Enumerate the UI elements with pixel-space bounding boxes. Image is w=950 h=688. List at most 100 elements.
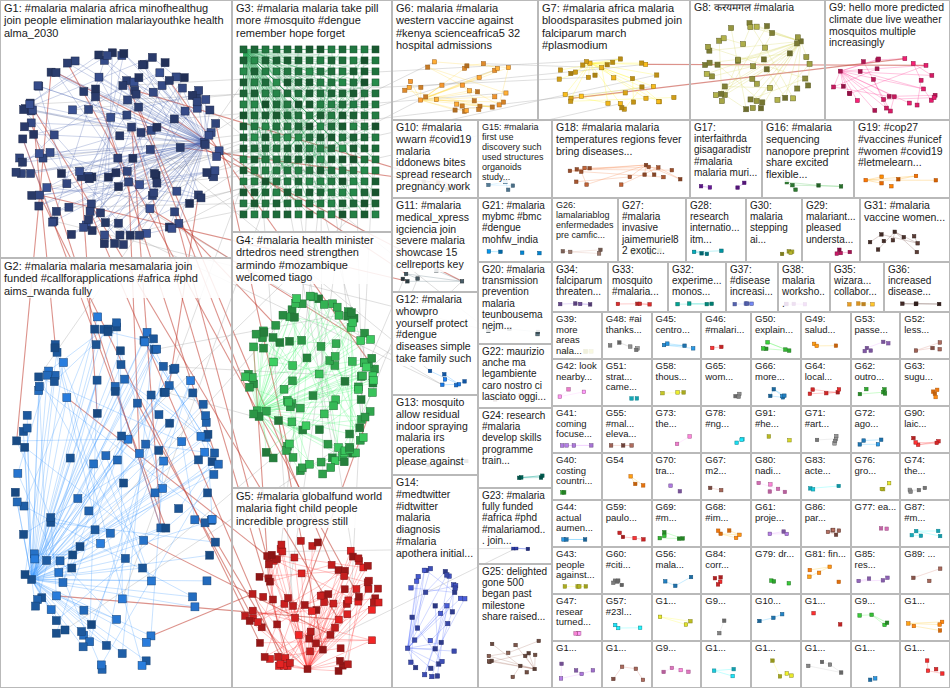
vertex-icon xyxy=(63,59,71,67)
edge-line xyxy=(32,579,107,645)
vertex-icon xyxy=(706,44,711,49)
vertex-icon xyxy=(618,57,622,61)
vertex-icon xyxy=(240,211,247,218)
vertex-icon xyxy=(408,79,412,83)
vertex-icon xyxy=(780,252,784,256)
vertex-icon xyxy=(748,97,753,102)
vertex-icon xyxy=(679,177,683,181)
vertex-icon xyxy=(864,178,868,182)
vertex-icon xyxy=(306,635,313,642)
vertex-icon xyxy=(504,91,508,95)
vertex-icon xyxy=(561,250,565,254)
vertex-icon xyxy=(339,178,346,185)
vertex-icon xyxy=(93,376,101,384)
vertex-icon xyxy=(201,448,209,456)
vertex-icon xyxy=(104,328,112,336)
vertex-icon xyxy=(251,68,258,75)
vertex-icon xyxy=(35,373,43,381)
vertex-icon xyxy=(202,412,210,420)
vertex-icon xyxy=(168,224,176,232)
vertex-icon xyxy=(250,410,258,418)
edge-line xyxy=(712,66,753,76)
vertex-icon xyxy=(142,440,150,448)
vertex-icon xyxy=(705,252,709,256)
vertex-icon xyxy=(191,603,199,611)
edge-line xyxy=(621,167,658,184)
vertex-icon xyxy=(339,57,346,64)
vertex-icon xyxy=(699,184,703,188)
vertex-icon xyxy=(372,46,379,53)
vertex-icon xyxy=(262,178,269,185)
vertex-icon xyxy=(59,579,67,587)
vertex-icon xyxy=(148,53,156,61)
vertex-icon xyxy=(251,123,258,130)
vertex-icon xyxy=(87,200,95,208)
vertex-icon xyxy=(119,82,127,90)
edge-line xyxy=(244,49,365,214)
vertex-icon xyxy=(279,548,286,555)
vertex-icon xyxy=(114,154,122,162)
edge-line xyxy=(694,251,721,252)
vertex-icon xyxy=(309,392,317,400)
vertex-icon xyxy=(307,648,314,655)
edge-line xyxy=(32,460,199,580)
edge-line xyxy=(738,41,801,59)
vertex-icon xyxy=(368,389,376,397)
vertex-icon xyxy=(501,100,505,104)
vertex-icon xyxy=(361,211,368,218)
edge-line xyxy=(354,60,365,93)
vertex-icon xyxy=(657,100,661,104)
vertex-icon xyxy=(861,60,865,64)
edge-line xyxy=(258,622,308,669)
vertex-icon xyxy=(720,249,724,253)
vertex-icon xyxy=(176,144,184,152)
vertex-icon xyxy=(197,432,205,440)
vertex-icon xyxy=(23,411,31,419)
vertex-icon xyxy=(487,250,491,254)
vertex-icon xyxy=(618,102,622,106)
edge-line xyxy=(147,142,205,233)
vertex-icon xyxy=(88,227,96,235)
vertex-icon xyxy=(361,134,368,141)
vertex-icon xyxy=(121,554,129,562)
vertex-icon xyxy=(19,135,27,143)
vertex-icon xyxy=(795,86,800,91)
edge-line xyxy=(873,79,886,108)
edge-line xyxy=(571,63,590,98)
vertex-icon xyxy=(335,616,342,623)
vertex-icon xyxy=(240,189,247,196)
vertex-icon xyxy=(79,643,87,651)
vertex-icon xyxy=(328,167,335,174)
vertex-icon xyxy=(262,46,269,53)
vertex-icon xyxy=(832,85,836,89)
vertex-icon xyxy=(100,240,108,248)
vertex-icon xyxy=(912,235,916,239)
vertex-icon xyxy=(454,383,458,387)
vertex-cluster xyxy=(428,369,466,387)
vertex-icon xyxy=(372,134,379,141)
edge-line xyxy=(902,303,939,304)
vertex-cluster xyxy=(517,474,544,480)
vertex-icon xyxy=(888,109,892,113)
vertex-icon xyxy=(355,593,362,600)
vertex-icon xyxy=(317,57,324,64)
vertex-icon xyxy=(700,252,704,256)
edge-line xyxy=(172,97,426,228)
edge-line xyxy=(428,67,506,93)
vertex-icon xyxy=(655,73,659,77)
vertex-icon xyxy=(620,183,624,187)
vertex-icon xyxy=(171,364,179,372)
vertex-icon xyxy=(262,101,269,108)
vertex-icon xyxy=(56,557,64,565)
vertex-cluster xyxy=(864,174,938,188)
edge-line xyxy=(162,86,204,143)
edge-line xyxy=(108,332,144,341)
vertex-icon xyxy=(240,112,247,119)
vertex-icon xyxy=(143,229,151,237)
vertex-icon xyxy=(713,93,718,98)
vertex-icon xyxy=(295,145,302,152)
vertex-icon xyxy=(113,319,121,327)
vertex-icon xyxy=(426,65,430,69)
vertex-icon xyxy=(12,168,20,176)
vertex-icon xyxy=(339,90,346,97)
